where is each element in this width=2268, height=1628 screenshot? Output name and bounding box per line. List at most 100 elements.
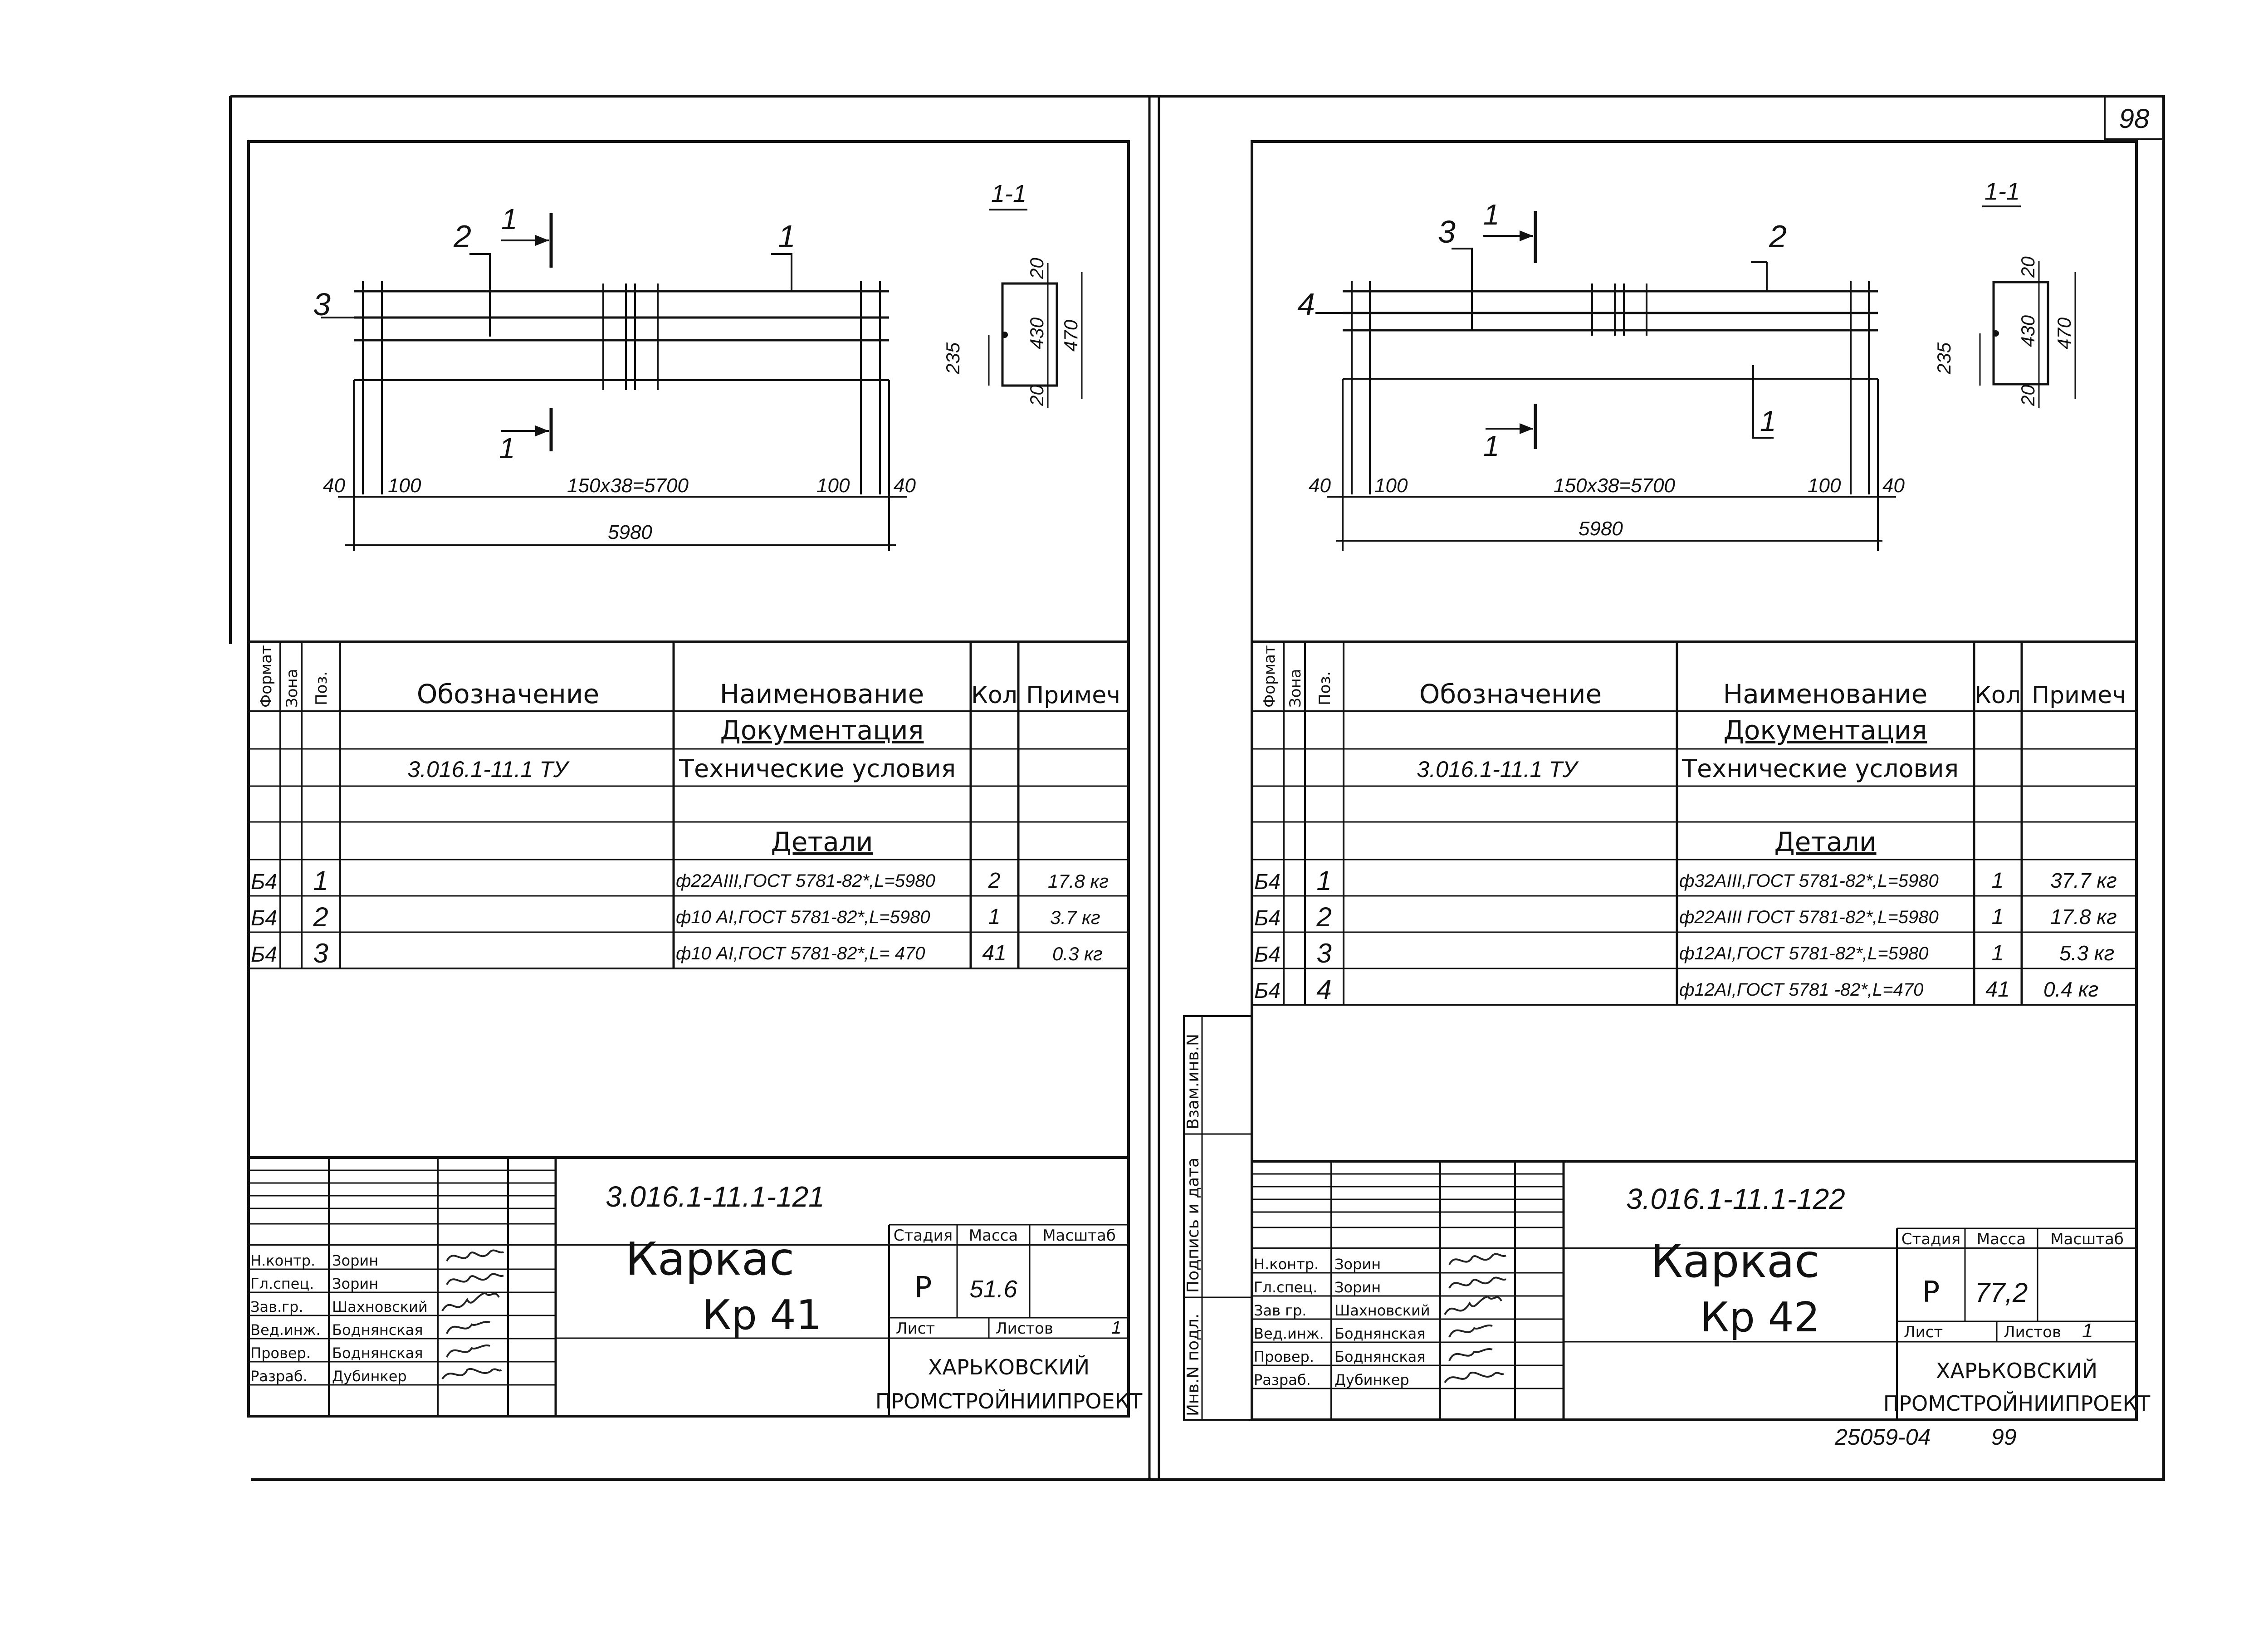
doc-designation: 3.016.1-11.1 ТУ <box>407 757 570 782</box>
role-name: Дубинкер <box>1334 1371 1409 1388</box>
row-format: Б4 <box>1254 870 1281 894</box>
row-pos: 4 <box>1316 974 1331 1005</box>
footer-page-number: 99 <box>1991 1424 2017 1450</box>
role-name: Боднянская <box>332 1321 423 1339</box>
dim-100-right: 100 <box>1808 474 1841 497</box>
sheet-label: Лист <box>896 1320 935 1338</box>
stage-label: Стадия <box>894 1227 953 1245</box>
row-qty: 41 <box>1985 978 2009 1002</box>
org-line1: ХАРЬКОВСКИЙ <box>928 1355 1090 1379</box>
role-name: Боднянская <box>1334 1325 1426 1342</box>
position-label-1: 1 <box>778 219 796 254</box>
side-label-replace: Взам.инв.N <box>1184 1034 1202 1129</box>
row-name: ф10 АI,ГОСТ 5781-82*,L=5980 <box>676 907 930 927</box>
row-note: 17.8 кг <box>1048 870 1109 892</box>
role-name: Боднянская <box>1334 1348 1426 1365</box>
row-name: ф10 АI,ГОСТ 5781-82*,L= 470 <box>676 944 925 963</box>
row-pos: 2 <box>1316 902 1331 932</box>
header-pos: Поз. <box>313 671 331 705</box>
row-qty: 1 <box>1992 941 2004 965</box>
row-note: 37.7 кг <box>2050 869 2117 892</box>
row-name: ф12АI,ГОСТ 5781 -82*,L=470 <box>1679 980 1923 1000</box>
header-qty: Кол <box>971 682 1017 709</box>
table-row: Б4 3 ф12АI,ГОСТ 5781-82*,L=5980 1 5.3 кг <box>1254 938 2114 968</box>
dim-span: 150x38=5700 <box>567 474 689 497</box>
role-name: Зорин <box>332 1275 378 1292</box>
sheets-label: Листов <box>996 1320 1053 1338</box>
role-label: Н.контр. <box>1254 1256 1319 1273</box>
role-label: Вед.инж. <box>1254 1325 1324 1342</box>
position-label-3: 3 <box>1438 214 1456 249</box>
role-label: Зав.гр. <box>250 1298 303 1315</box>
sheet-mark: Кр 42 <box>1700 1294 1820 1341</box>
header-format: Формат <box>257 645 275 708</box>
org-line2: ПРОМСТРОЙНИИПРОЕКТ <box>875 1389 1143 1413</box>
row-note: 0.3 кг <box>1052 943 1103 964</box>
row-qty: 1 <box>1992 869 2004 893</box>
row-note: 5.3 кг <box>2059 941 2114 965</box>
section-mark-top: 1 <box>1483 198 1500 231</box>
section-mark-side: 1 <box>1760 405 1776 437</box>
role-name: Зорин <box>1334 1279 1381 1296</box>
table-row: Б4 3 ф10 АI,ГОСТ 5781-82*,L= 470 41 0.3 … <box>251 938 1103 968</box>
dim-40-left: 40 <box>1309 474 1331 497</box>
role-name: Шахновский <box>1334 1302 1430 1319</box>
mass-label: Масса <box>1977 1230 2026 1248</box>
row-pos: 3 <box>1316 938 1331 968</box>
row-pos: 1 <box>313 865 328 896</box>
scale-label: Масштаб <box>2050 1230 2124 1248</box>
section-title: 1-1 <box>991 180 1026 207</box>
section-mark-bottom: 1 <box>1483 430 1500 462</box>
row-qty: 1 <box>988 905 1001 929</box>
spec-table: Формат Зона Поз. Обозначение Наименовани… <box>249 640 1129 969</box>
role-name: Дубинкер <box>332 1368 407 1385</box>
mass-label: Масса <box>969 1227 1018 1245</box>
table-row: Б4 1 ф22АIII,ГОСТ 5781-82*,L=5980 2 17.8… <box>251 865 1109 896</box>
sec-dim-mid: 430 <box>1026 317 1047 349</box>
signatures <box>441 1249 504 1380</box>
stage-label: Стадия <box>1901 1230 1960 1248</box>
row-name: ф12АI,ГОСТ 5781-82*,L=5980 <box>1679 944 1929 963</box>
role-label: Зав гр. <box>1254 1302 1306 1319</box>
sec-dim-total: 470 <box>1060 319 1081 352</box>
dim-100-right: 100 <box>816 474 850 497</box>
sec-dim-bottom: 20 <box>1026 385 1047 406</box>
page-number: 98 <box>2119 103 2150 134</box>
role-label: Разраб. <box>1254 1371 1311 1388</box>
table-row: Б4 1 ф32АIII,ГОСТ 5781-82*,L=5980 1 37.7… <box>1254 865 2117 896</box>
row-format: Б4 <box>1254 906 1281 930</box>
row-pos: 1 <box>1316 865 1331 896</box>
document-code: 3.016.1-11.1-121 <box>606 1180 825 1213</box>
row-pos: 2 <box>313 902 328 932</box>
beam-elevation: 3 2 1 1 1 40 100 150x38=5700 100 40 5980 <box>313 203 916 551</box>
beam-elevation: 4 3 2 1 1 1 40 100 150x38=5700 100 40 <box>1297 198 1905 551</box>
position-label-2: 2 <box>453 219 471 254</box>
dim-total: 5980 <box>608 521 652 543</box>
header-designation: Обозначение <box>417 679 599 709</box>
section-documentation: Документация <box>1724 715 1927 746</box>
row-note: 17.8 кг <box>2050 905 2117 929</box>
stage-value: Р <box>914 1271 932 1305</box>
org-line2: ПРОМСТРОЙНИИПРОЕКТ <box>1883 1391 2151 1416</box>
header-qty: Кол <box>1975 682 2021 709</box>
side-stamp: Взам.инв.N Подпись и дата Инв.N подл. <box>1183 1015 1253 1421</box>
dim-100-left: 100 <box>388 474 421 497</box>
position-label-2: 2 <box>1769 219 1787 254</box>
doc-name: Технические условия <box>1681 754 1959 783</box>
dim-100-left: 100 <box>1374 474 1408 497</box>
header-name: Наименование <box>1723 679 1928 709</box>
table-row: Б4 4 ф12АI,ГОСТ 5781 -82*,L=470 41 0.4 к… <box>1254 974 2098 1005</box>
sheet-label: Лист <box>1904 1323 1943 1341</box>
dim-span: 150x38=5700 <box>1554 474 1675 497</box>
role-label: Разраб. <box>250 1368 308 1385</box>
sec-dim-half: 235 <box>942 342 963 375</box>
stage-value: Р <box>1922 1276 1940 1309</box>
sheet-mark: Кр 41 <box>702 1291 822 1339</box>
table-row: Б4 2 ф10 АI,ГОСТ 5781-82*,L=5980 1 3.7 к… <box>251 902 1100 932</box>
sheets-label: Листов <box>2004 1323 2061 1341</box>
role-name: Боднянская <box>332 1344 423 1362</box>
section-mark-bottom: 1 <box>499 432 515 464</box>
role-label: Н.контр. <box>250 1252 315 1269</box>
header-zone: Зона <box>1286 669 1305 708</box>
document-code: 3.016.1-11.1-122 <box>1626 1183 1845 1215</box>
